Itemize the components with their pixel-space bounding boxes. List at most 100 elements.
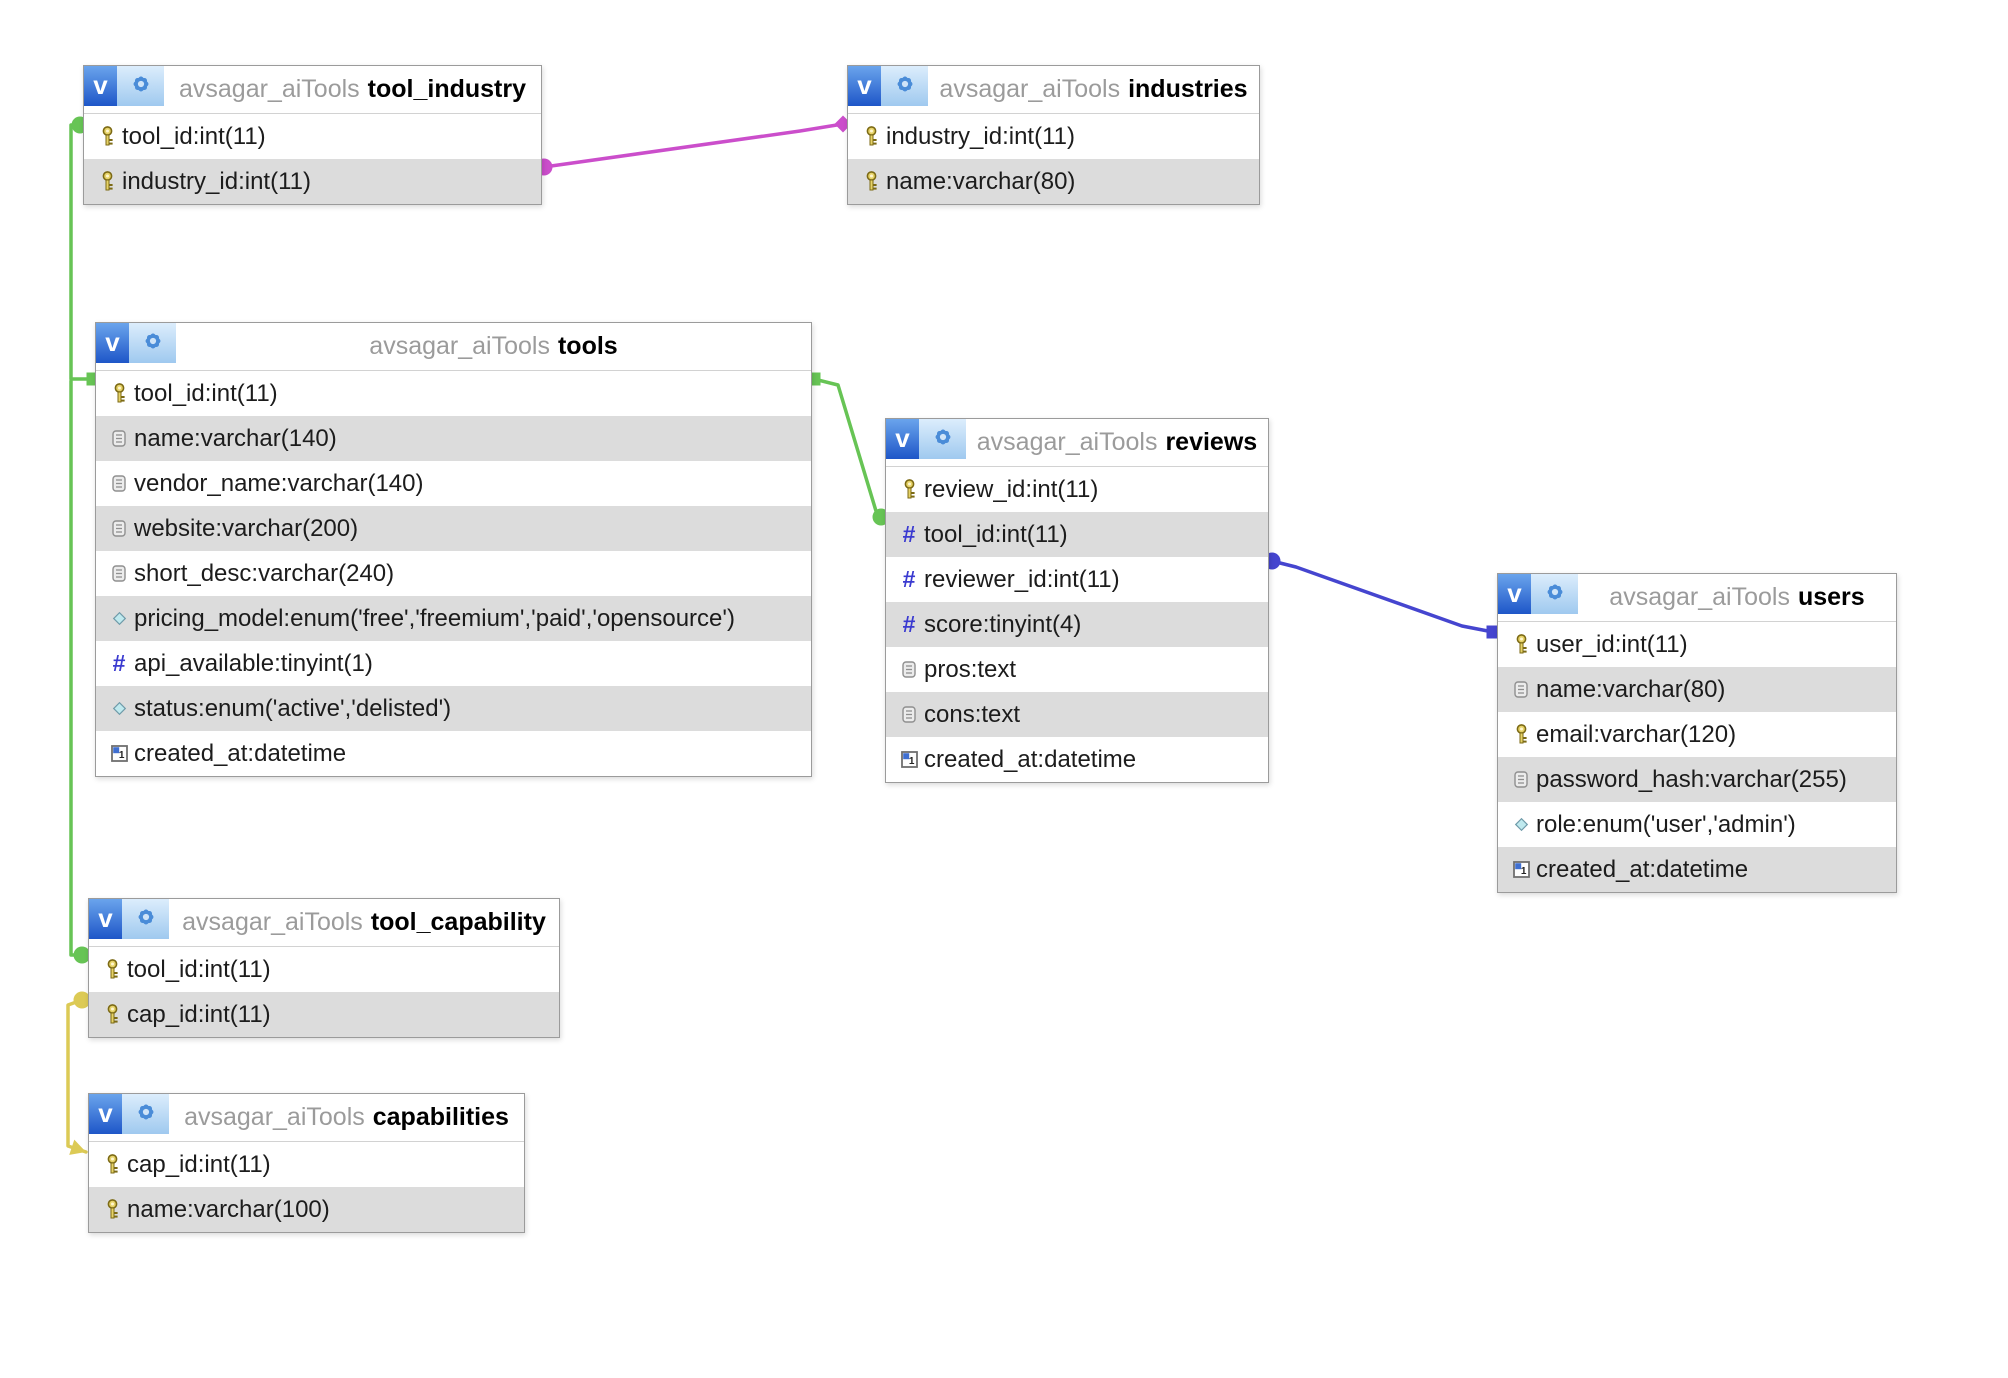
column-separator: : <box>192 122 200 150</box>
relation-reviews.reviewer_id-users.user_id[interactable] <box>1263 552 1500 639</box>
relation-tool_capability.cap_id-capabilities.cap_id[interactable] <box>66 991 91 1160</box>
column-row-pros[interactable]: pros : text <box>886 647 1268 692</box>
column-row-short_desc[interactable]: short_desc : varchar(240) <box>96 551 811 596</box>
column-name: created_at <box>924 745 1038 773</box>
column-row-user_id[interactable]: user_id : int(11) <box>1498 622 1896 667</box>
column-row-cons[interactable]: cons : text <box>886 692 1268 737</box>
column-row-name[interactable]: name : varchar(100) <box>89 1187 524 1232</box>
column-separator: : <box>247 739 255 767</box>
collapse-table-button[interactable]: v <box>84 66 117 106</box>
relation-reviews.tool_id-tools.tool_id[interactable] <box>807 372 890 526</box>
text-icon <box>104 565 134 582</box>
table-options-button[interactable] <box>919 419 966 459</box>
column-separator: : <box>198 694 205 722</box>
table-options-button[interactable] <box>1531 574 1578 614</box>
relation-tool_capability.tool_id-tools.tool_id[interactable] <box>69 379 91 964</box>
column-separator: : <box>1704 765 1711 793</box>
column-separator: : <box>283 604 291 632</box>
column-row-status[interactable]: status : enum('active','delisted') <box>96 686 811 731</box>
column-row-api_available[interactable]: #api_available : tinyint(1) <box>96 641 811 686</box>
column-row-reviewer_id[interactable]: #reviewer_id : int(11) <box>886 557 1268 602</box>
relation-line[interactable] <box>542 122 845 169</box>
column-row-score[interactable]: #score : tinyint(4) <box>886 602 1268 647</box>
collapse-table-button[interactable]: v <box>89 899 122 939</box>
column-row-role[interactable]: role : enum('user','admin') <box>1498 802 1896 847</box>
column-type: tinyint(4) <box>989 610 1082 638</box>
schema-name: avsagar_aiTools <box>976 428 1158 456</box>
gear-icon <box>931 425 955 454</box>
relation-line[interactable] <box>1270 559 1495 634</box>
column-separator: : <box>251 559 259 587</box>
text-icon <box>104 430 134 447</box>
schema-name: avsagar_aiTools <box>939 75 1121 103</box>
relation-line[interactable] <box>66 998 88 1154</box>
numeric-icon: # <box>902 521 916 547</box>
column-type: int(11) <box>1008 122 1075 150</box>
collapse-table-button[interactable]: v <box>1498 574 1531 614</box>
column-row-cap_id[interactable]: cap_id : int(11) <box>89 992 559 1037</box>
text-icon <box>894 661 924 678</box>
column-row-name[interactable]: name : varchar(80) <box>1498 667 1896 712</box>
table-options-button[interactable] <box>117 66 164 106</box>
collapse-table-button[interactable]: v <box>89 1094 122 1134</box>
collapse-table-button[interactable]: v <box>886 419 919 459</box>
column-row-pricing_model[interactable]: pricing_model : enum('free','freemium','… <box>96 596 811 641</box>
table-options-button[interactable] <box>122 899 169 939</box>
column-row-tool_id[interactable]: #tool_id : int(11) <box>886 512 1268 557</box>
relation-line[interactable] <box>69 379 84 957</box>
column-row-tool_id[interactable]: tool_id : int(11) <box>89 947 559 992</box>
column-type: tinyint(1) <box>280 649 373 677</box>
column-row-password_hash[interactable]: password_hash : varchar(255) <box>1498 757 1896 802</box>
column-name: role <box>1536 810 1577 838</box>
collapse-table-button[interactable]: v <box>848 66 881 106</box>
table-options-button[interactable] <box>129 323 176 363</box>
column-type: int(11) <box>204 1150 271 1178</box>
table-options-button[interactable] <box>881 66 928 106</box>
primary-key-icon <box>856 126 886 147</box>
relation-line[interactable] <box>812 377 883 519</box>
column-separator: : <box>1649 855 1657 883</box>
column-type: int(11) <box>244 167 311 195</box>
column-row-tool_id[interactable]: tool_id : int(11) <box>84 114 541 159</box>
column-row-industry_id[interactable]: industry_id : int(11) <box>848 114 1259 159</box>
table-options-button[interactable] <box>122 1094 169 1134</box>
column-row-review_id[interactable]: review_id : int(11) <box>886 467 1268 512</box>
column-row-email[interactable]: email : varchar(120) <box>1498 712 1896 757</box>
collapse-table-button[interactable]: v <box>96 323 129 363</box>
column-separator: : <box>215 514 223 542</box>
column-row-industry_id[interactable]: industry_id : int(11) <box>84 159 541 204</box>
column-row-cap_id[interactable]: cap_id : int(11) <box>89 1142 524 1187</box>
column-row-tool_id[interactable]: tool_id : int(11) <box>96 371 811 416</box>
column-separator: : <box>238 167 245 195</box>
column-name: tool_id <box>122 122 193 150</box>
table-name: tool_industry <box>367 75 526 103</box>
relation-tool_industry.industry_id-industries.industry_id[interactable] <box>535 115 852 176</box>
column-row-name[interactable]: name : varchar(80) <box>848 159 1259 204</box>
text-icon <box>1506 771 1536 788</box>
gear-icon <box>141 329 165 358</box>
column-type: int(11) <box>204 955 271 983</box>
column-row-name[interactable]: name : varchar(140) <box>96 416 811 461</box>
column-row-website[interactable]: website : varchar(200) <box>96 506 811 551</box>
column-row-vendor_name[interactable]: vendor_name : varchar(140) <box>96 461 811 506</box>
primary-key-icon <box>92 126 122 147</box>
column-type: datetime <box>254 739 347 767</box>
column-name: tool_id <box>127 955 198 983</box>
primary-key-icon <box>894 479 924 500</box>
gear-icon <box>129 72 153 101</box>
primary-key-icon <box>92 171 122 192</box>
